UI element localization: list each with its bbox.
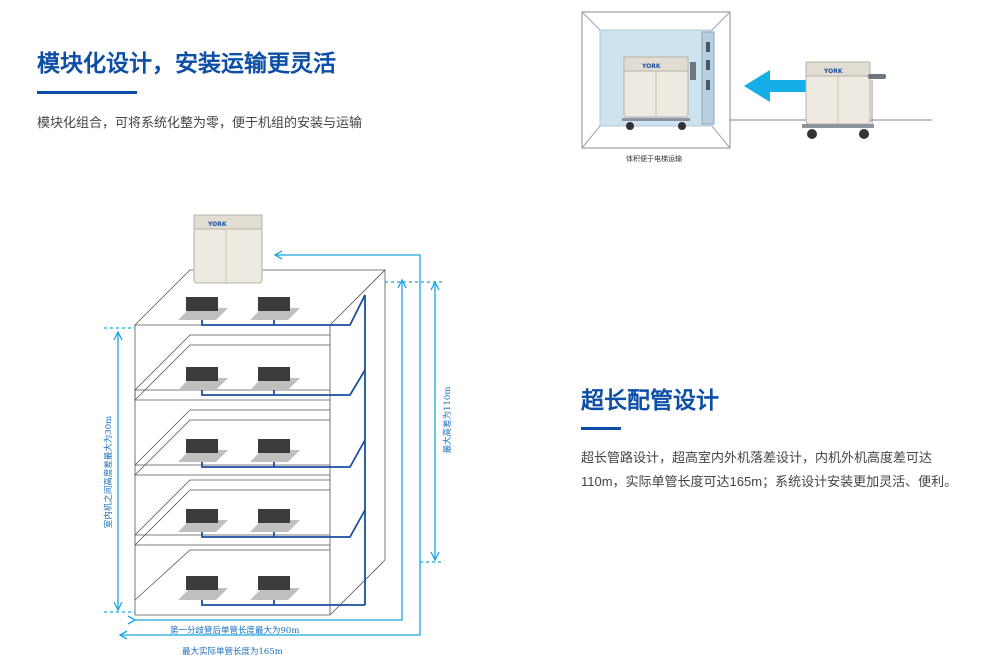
max-pipe-length-label: 最大实际单管长度为165m	[182, 646, 283, 657]
york-logo: YORK	[207, 221, 227, 228]
modular-design-title: 模块化设计，安装运输更灵活	[37, 51, 336, 77]
outdoor-unit-on-cart: YORK	[802, 61, 886, 139]
indoor-unit	[250, 367, 300, 390]
indoor-unit	[250, 439, 300, 462]
title-underline	[581, 427, 621, 430]
elevator-transport-illustration: YORK YORK 体积便于电梯运输	[581, 11, 932, 163]
york-logo: YORK	[641, 63, 661, 70]
max-height-diff-label: 最大高差为110m	[442, 387, 453, 454]
indoor-unit	[250, 576, 300, 600]
indoor-unit	[250, 297, 300, 320]
indoor-unit	[250, 509, 300, 532]
branch-pipe-length-label: 第一分歧管后单管长度最大为90m	[170, 625, 299, 636]
figure-caption: 体积便于电梯运输	[626, 154, 682, 163]
outdoor-unit-roof: YORK	[193, 214, 263, 284]
indoor-unit	[178, 576, 228, 600]
york-logo: YORK	[823, 68, 843, 75]
long-piping-title: 超长配管设计	[581, 388, 719, 414]
indoor-height-diff-label: 室内机之间高度差最大为30m	[103, 416, 114, 528]
refrigerant-pipes	[201, 294, 366, 606]
description-line-2: 110m，实际单管长度可达165m；系统设计安装更加灵活、便利。	[581, 474, 958, 489]
arrow-left-icon	[744, 70, 808, 102]
indoor-unit	[178, 439, 228, 462]
indoor-unit	[178, 367, 228, 390]
indoor-unit	[178, 509, 228, 532]
dimension-lines	[104, 250, 442, 640]
indoor-unit	[178, 297, 228, 320]
title-underline	[37, 91, 137, 94]
building-piping-diagram: YORK 室内机之间高度差最大为30m 最大高差为110m 第一分歧管后单管长度…	[103, 214, 453, 657]
description-line-1: 超长管路设计，超高室内外机落差设计，内机外机高度差可达	[581, 450, 933, 465]
modular-design-description: 模块化组合，可将系统化整为零，便于机组的安装与运输	[37, 115, 363, 130]
floor-slabs	[134, 334, 330, 601]
indoor-units	[178, 297, 300, 600]
long-piping-description: 超长管路设计，超高室内外机落差设计，内机外机高度差可达 110m，实际单管长度可…	[581, 446, 996, 494]
outdoor-unit-in-elevator: YORK	[622, 56, 696, 130]
